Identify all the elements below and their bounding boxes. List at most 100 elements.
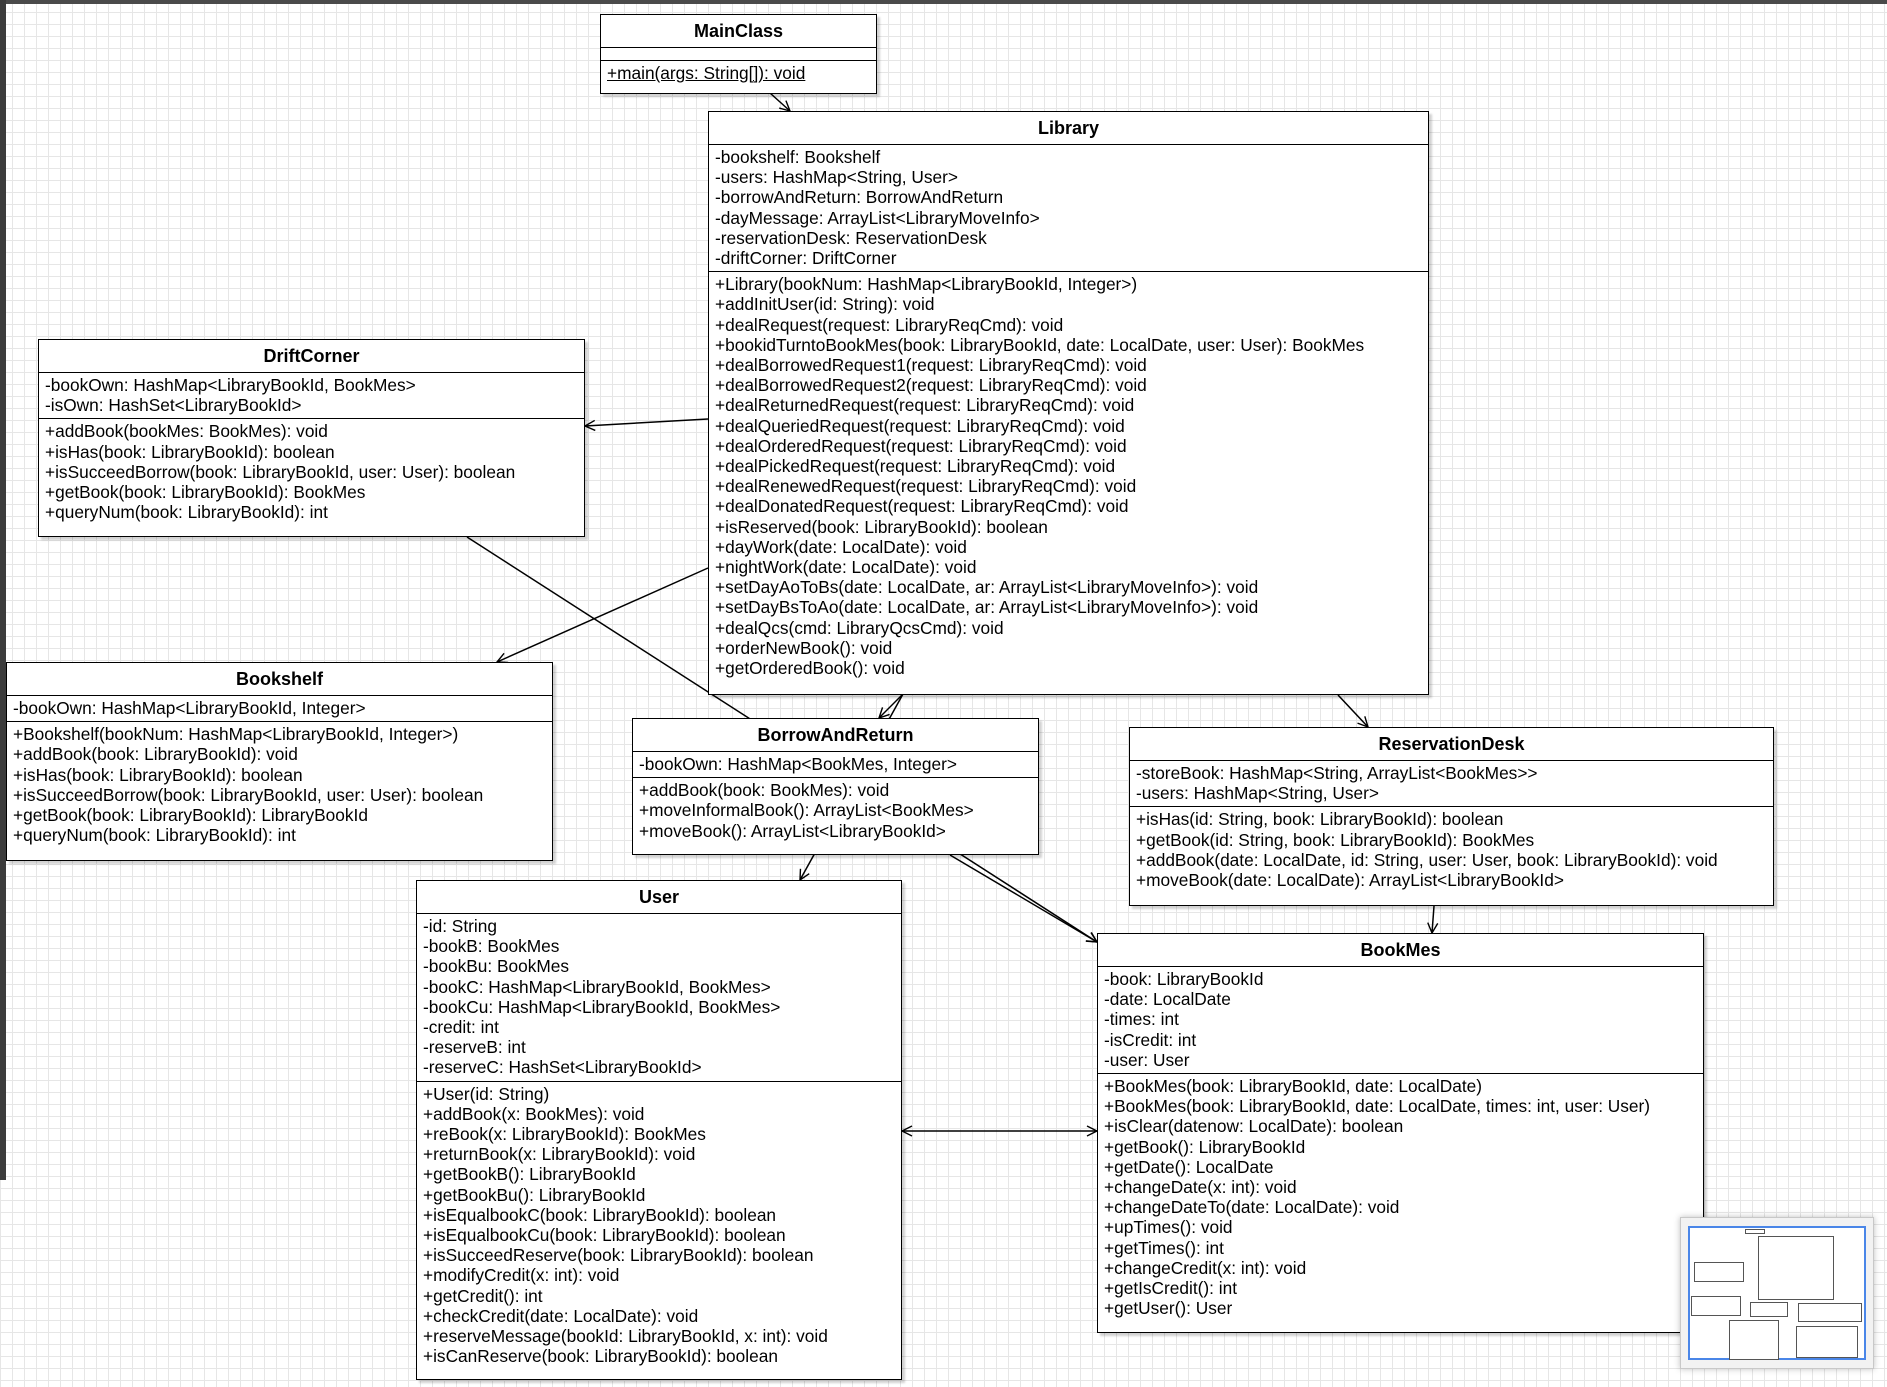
edge-mainclass-library[interactable] — [769, 92, 790, 111]
attribute[interactable]: -driftCorner: DriftCorner — [715, 248, 897, 269]
class-mainclass[interactable]: MainClass +main(args: String[]): void — [600, 14, 877, 94]
method[interactable]: +isSucceedReserve(book: LibraryBookId): … — [423, 1245, 814, 1266]
attribute[interactable]: -bookBu: BookMes — [423, 956, 570, 977]
class-bookshelf[interactable]: Bookshelf -bookOwn: HashMap<LibraryBookI… — [6, 662, 553, 861]
method[interactable]: +dealRequest(request: LibraryReqCmd): vo… — [715, 314, 1064, 335]
method[interactable]: +changeCredit(x: int): void — [1104, 1257, 1307, 1278]
method[interactable]: +getBook(book: LibraryBookId): LibraryBo… — [13, 805, 368, 826]
method[interactable]: +Library(bookNum: HashMap<LibraryBookId,… — [715, 274, 1138, 295]
method[interactable]: +getOrderedBook(): void — [715, 658, 905, 679]
attribute[interactable]: -id: String — [423, 916, 497, 936]
attribute[interactable]: -bookCu: HashMap<LibraryBookId, BookMes> — [423, 996, 781, 1017]
method[interactable]: +addBook(book: BookMes): void — [639, 780, 890, 801]
method[interactable]: +isHas(book: LibraryBookId): boolean — [45, 441, 335, 462]
method[interactable]: +getBookBu(): LibraryBookId — [423, 1184, 646, 1205]
method[interactable]: +setDayAoToBs(date: LocalDate, ar: Array… — [715, 577, 1259, 598]
method[interactable]: +getDate(): LocalDate — [1104, 1156, 1274, 1177]
method[interactable]: +changeDateTo(date: LocalDate): void — [1104, 1197, 1400, 1218]
method[interactable]: +isHas(id: String, book: LibraryBookId):… — [1136, 809, 1504, 830]
method[interactable]: +addBook(date: LocalDate, id: String, us… — [1136, 849, 1718, 870]
edge-library-driftcorner[interactable] — [585, 418, 709, 426]
method[interactable]: +isSucceedBorrow(book: LibraryBookId, us… — [45, 461, 516, 482]
class-reservationdesk[interactable]: ReservationDesk -storeBook: HashMap<Stri… — [1129, 727, 1774, 906]
attribute[interactable]: -reservationDesk: ReservationDesk — [715, 227, 987, 248]
edge-reservationdesk-bookmes[interactable] — [1432, 905, 1434, 933]
method[interactable]: +isCanReserve(book: LibraryBookId): bool… — [423, 1346, 778, 1367]
method[interactable]: +isClear(datenow: LocalDate): boolean — [1104, 1116, 1404, 1137]
method[interactable]: +queryNum(book: LibraryBookId): int — [45, 502, 328, 523]
attribute[interactable]: -dayMessage: ArrayList<LibraryMoveInfo> — [715, 207, 1040, 228]
minimap-viewport[interactable] — [1688, 1226, 1866, 1360]
method[interactable]: +dayWork(date: LocalDate): void — [715, 536, 967, 557]
attribute[interactable]: -credit: int — [423, 1017, 499, 1038]
method[interactable]: +main(args: String[]): void — [607, 63, 806, 83]
method[interactable]: +dealBorrowedRequest2(request: LibraryRe… — [715, 375, 1147, 396]
attribute[interactable]: -times: int — [1104, 1009, 1179, 1030]
edge-library-borrowandreturn[interactable] — [879, 693, 904, 718]
attribute[interactable]: -reserveB: int — [423, 1037, 526, 1058]
attribute[interactable]: -isOwn: HashSet<LibraryBookId> — [45, 395, 302, 416]
class-user[interactable]: User -id: String -bookB: BookMes -bookBu… — [416, 880, 902, 1380]
method[interactable]: +addBook(book: LibraryBookId): void — [13, 744, 298, 765]
method[interactable]: +dealOrderedRequest(request: LibraryReqC… — [715, 435, 1127, 456]
method[interactable]: +addInitUser(id: String): void — [715, 294, 935, 315]
method[interactable]: +Bookshelf(bookNum: HashMap<LibraryBookI… — [13, 724, 459, 745]
attribute[interactable]: -isCredit: int — [1104, 1029, 1197, 1050]
attribute[interactable]: -bookB: BookMes — [423, 936, 560, 957]
method[interactable]: +dealDonatedRequest(request: LibraryReqC… — [715, 496, 1129, 517]
method[interactable]: +setDayBsToAo(date: LocalDate, ar: Array… — [715, 597, 1259, 618]
attribute[interactable]: -storeBook: HashMap<String, ArrayList<Bo… — [1136, 763, 1538, 783]
attribute[interactable]: -reserveC: HashSet<LibraryBookId> — [423, 1057, 702, 1078]
edge-borrowandreturn-bookmes[interactable] — [949, 854, 1097, 942]
editor-left-panel[interactable] — [0, 0, 6, 1180]
method[interactable]: +isReserved(book: LibraryBookId): boolea… — [715, 516, 1048, 537]
method[interactable]: +moveBook(): ArrayList<LibraryBookId> — [639, 820, 946, 841]
method[interactable]: +getBook(book: LibraryBookId): BookMes — [45, 482, 366, 503]
method[interactable]: +reserveMessage(bookId: LibraryBookId, x… — [423, 1326, 828, 1347]
method[interactable]: +nightWork(date: LocalDate): void — [715, 557, 977, 578]
method[interactable]: +dealQueriedRequest(request: LibraryReqC… — [715, 415, 1125, 436]
method[interactable]: +User(id: String) — [423, 1083, 550, 1104]
method[interactable]: +BookMes(book: LibraryBookId, date: Loca… — [1104, 1096, 1651, 1117]
method[interactable]: +isHas(book: LibraryBookId): boolean — [13, 764, 303, 785]
attribute[interactable]: -borrowAndReturn: BorrowAndReturn — [715, 187, 1004, 208]
method[interactable]: +bookidTurntoBookMes(book: LibraryBookId… — [715, 334, 1365, 355]
method[interactable]: +dealPickedRequest(request: LibraryReqCm… — [715, 456, 1116, 477]
attribute[interactable]: -bookC: HashMap<LibraryBookId, BookMes> — [423, 976, 771, 997]
edge-library-reservationdesk[interactable] — [1337, 694, 1368, 727]
outline-minimap[interactable] — [1680, 1217, 1874, 1369]
attribute[interactable]: -book: LibraryBookId — [1104, 969, 1264, 989]
class-library[interactable]: Library -bookshelf: Bookshelf -users: Ha… — [708, 111, 1429, 695]
edge-library-bookshelf[interactable] — [497, 567, 709, 662]
method[interactable]: +dealReturnedRequest(request: LibraryReq… — [715, 395, 1135, 416]
method[interactable]: +getBook(id: String, book: LibraryBookId… — [1136, 829, 1535, 850]
method[interactable]: +getBook(): LibraryBookId — [1104, 1136, 1306, 1157]
method[interactable]: +upTimes(): void — [1104, 1217, 1233, 1238]
attribute[interactable]: -bookOwn: HashMap<LibraryBookId, BookMes… — [45, 375, 416, 395]
class-bookmes[interactable]: BookMes -book: LibraryBookId -date: Loca… — [1097, 933, 1704, 1333]
class-borrowandreturn[interactable]: BorrowAndReturn -bookOwn: HashMap<BookMe… — [632, 718, 1039, 855]
method[interactable]: +isSucceedBorrow(book: LibraryBookId, us… — [13, 784, 484, 805]
attribute[interactable]: -users: HashMap<String, User> — [715, 167, 958, 188]
attribute[interactable]: -user: User — [1104, 1049, 1190, 1070]
method[interactable]: +BookMes(book: LibraryBookId, date: Loca… — [1104, 1076, 1482, 1097]
method[interactable]: +getTimes(): int — [1104, 1237, 1224, 1258]
method[interactable]: +addBook(bookMes: BookMes): void — [45, 421, 328, 442]
attribute[interactable]: -bookOwn: HashMap<LibraryBookId, Integer… — [13, 698, 366, 718]
method[interactable]: +changeDate(x: int): void — [1104, 1177, 1297, 1198]
method[interactable]: +getCredit(): int — [423, 1285, 543, 1306]
method[interactable]: +moveBook(date: LocalDate): ArrayList<Li… — [1136, 870, 1564, 891]
method[interactable]: +dealBorrowedRequest1(request: LibraryRe… — [715, 355, 1147, 376]
method[interactable]: +dealQcs(cmd: LibraryQcsCmd): void — [715, 617, 1004, 638]
method[interactable]: +reBook(x: LibraryBookId): BookMes — [423, 1124, 706, 1145]
method[interactable]: +getUser(): User — [1104, 1298, 1233, 1319]
method[interactable]: +isEqualbookCu(book: LibraryBookId): boo… — [423, 1225, 786, 1246]
attribute[interactable]: -users: HashMap<String, User> — [1136, 783, 1379, 804]
attribute[interactable]: -bookOwn: HashMap<BookMes, Integer> — [639, 754, 957, 774]
method[interactable]: +dealRenewedRequest(request: LibraryReqC… — [715, 476, 1137, 497]
method[interactable]: +modifyCredit(x: int): void — [423, 1265, 620, 1286]
method[interactable]: +addBook(x: BookMes): void — [423, 1103, 645, 1124]
class-driftcorner[interactable]: DriftCorner -bookOwn: HashMap<LibraryBoo… — [38, 339, 585, 537]
method[interactable]: +queryNum(book: LibraryBookId): int — [13, 825, 296, 846]
method[interactable]: +checkCredit(date: LocalDate): void — [423, 1305, 699, 1326]
